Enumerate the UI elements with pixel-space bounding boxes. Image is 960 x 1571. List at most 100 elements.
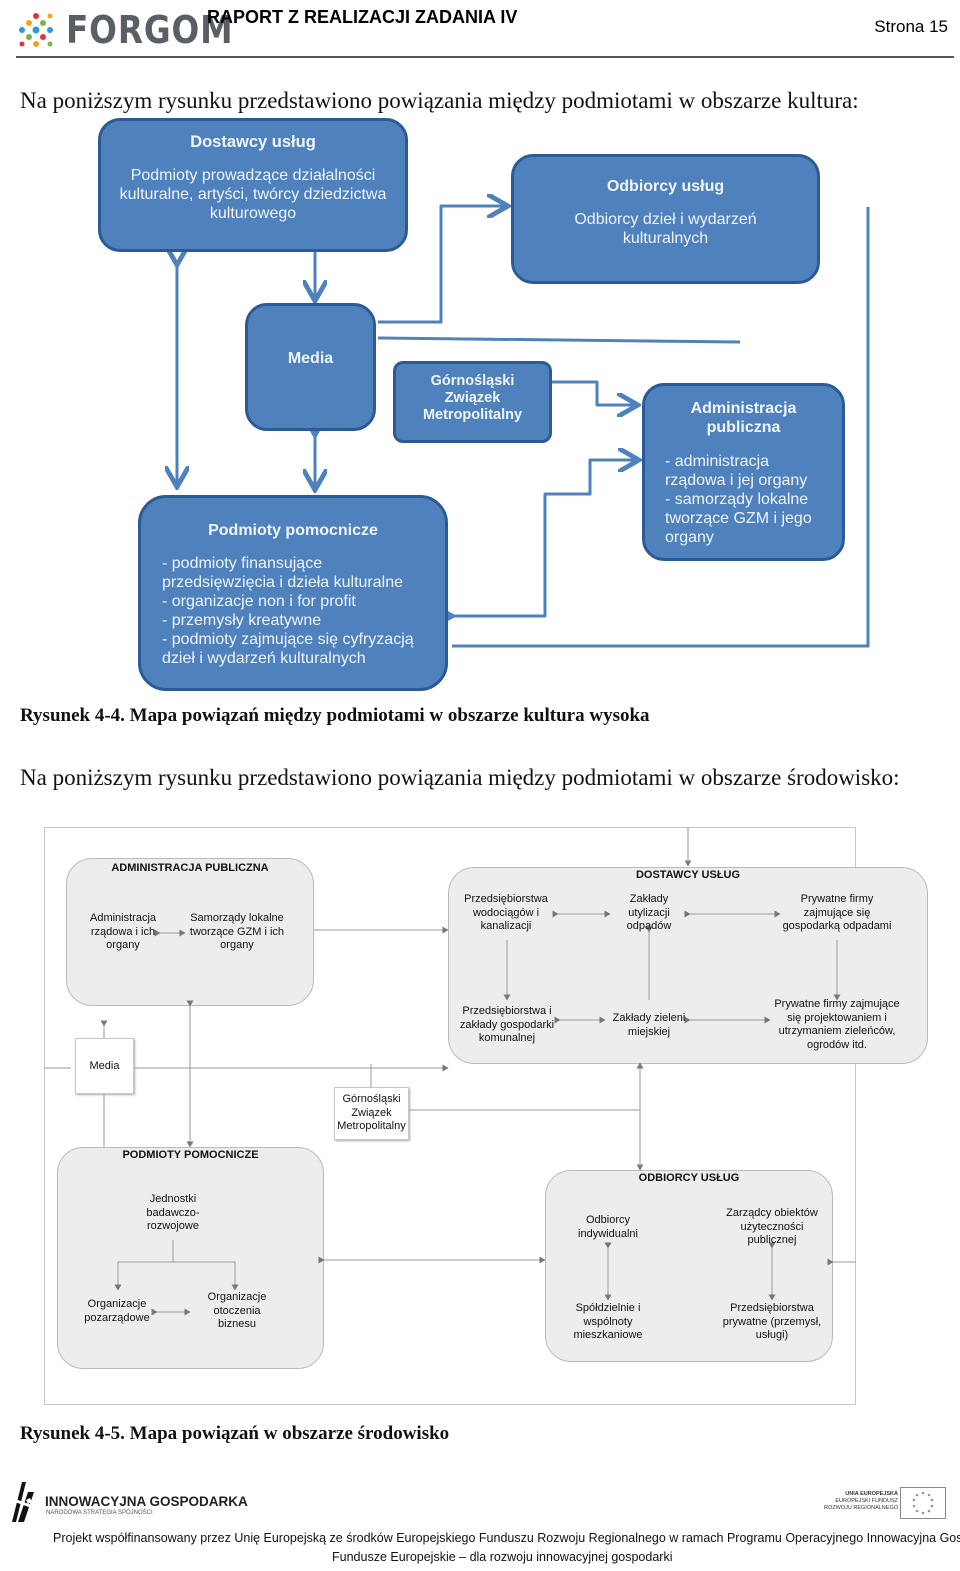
page-number: Strona 15 [874,17,948,36]
text-line: - administracja [665,453,770,470]
node-media: Media [75,1038,134,1094]
text-line: Metropolitalny [422,407,523,423]
innowacyjna-gospodarka-logo [7,1482,37,1522]
text-line: tworzące GZM i jego [665,510,812,527]
text-line: kulturalne, artyści, twórcy dziedzictwa [119,186,387,203]
box-gzm-title: Górnośląski Związek Metropolitalny [396,373,549,424]
text-line: usługi) [755,1329,789,1341]
box-odbiorcy-title: Odbiorcy usług [606,178,725,195]
text-line: Przedsiębiorstwa [730,1302,814,1314]
node-prywatne-firmy-zielen: Prywatne firmy zajmujące się projektowan… [767,998,907,1052]
text-line: przedsięwzięcia i dzieła kulturalne [162,574,404,591]
node-gzm-label: Górnośląski Związek Metropolitalny [335,1093,408,1134]
text-line: Związek [351,1106,392,1119]
figure-caption-4-4: Rysunek 4-4. Mapa powiązań między podmio… [20,705,650,726]
text-line: - samorządy lokalne [665,491,809,508]
text-line: rządowa i jej organy [665,472,808,489]
node-media-label: Media [89,1060,120,1072]
text-line: - przemysły kreatywne [162,612,322,629]
text-line: Przedsiębiorstwa [464,893,548,905]
environment-diagram-arrows [44,827,856,1316]
box-odbiorcy-desc: Odbiorcy dzieł i wydarzeń kulturalnych [514,210,817,248]
text-line: pozarządowe [84,1311,150,1324]
group-dostawcy-title: DOSTAWCY USŁUG [635,869,741,881]
node-odbiorcy-indywidualni: Odbiorcy indywidualni [563,1214,653,1241]
node-jednostki-br: Jednostki badawczo- rozwojowe [128,1193,218,1234]
text-line: - podmioty finansujące [162,555,323,572]
section2-intro: Na poniższym rysunku przedstawiono powią… [20,765,900,790]
innowacyjna-gospodarka-sub: NARODOWA STRATEGIA SPÓJNOŚCI [46,1510,153,1516]
text-line: Odbiorcy [585,1214,631,1226]
node-zaklady-zieleni: Zakłady zieleni miejskiej [604,1012,694,1039]
text-line: otoczenia [213,1304,261,1317]
innowacyjna-gospodarka-text: INNOWACYJNA GOSPODARKA [45,1494,248,1509]
text-line: prywatne (przemysł, [722,1315,822,1328]
text-line: miejskiej [627,1025,671,1038]
footer-line-2: Fundusze Europejskie – dla rozwoju innow… [332,1550,673,1564]
box-media: Media [245,303,376,431]
text-line: odpadów [626,920,672,932]
text-line: indywidualni [578,1227,638,1240]
text-line: wspólnoty [583,1315,633,1328]
text-line: UNIA EUROPEJSKA [845,1491,898,1497]
text-line: mieszkaniowe [573,1329,643,1341]
node-organizacje-pozarzadowe: Organizacje pozarządowe [72,1298,162,1325]
box-administracja-publiczna: Administracja publiczna - administracja … [642,383,845,561]
text-line: EUROPEJSKI FUNDUSZ [835,1498,898,1504]
group-pomocnicze-title: PODMIOTY POMOCNICZE [122,1149,259,1161]
text-line: kulturowego [209,205,297,222]
group-odbiorcy [545,1170,833,1362]
text-line: Organizacje [207,1291,267,1303]
report-title: RAPORT Z REALIZACJI ZADANIA IV [207,7,518,27]
text-line: utylizacji [628,906,670,919]
box-dostawcy-uslug: Dostawcy usług Podmioty prowadzące dział… [98,118,408,252]
text-line: publiczna [706,419,781,436]
text-line: Prywatne firmy [800,893,874,905]
text-line: ROZWOJU REGIONALNEGO [824,1505,898,1511]
environment-diagram-frame [44,827,856,1405]
text-line: użyteczności [740,1220,804,1233]
text-line: - organizacje non i for profit [162,593,356,610]
footer-line-1: Projekt współfinansowany przez Unię Euro… [53,1531,960,1545]
text-line: rządowa i ich [90,925,156,938]
forgom-logo-text: FORGOM [66,8,234,52]
text-line: Spółdzielnie i [575,1302,641,1314]
text-line: Jednostki [149,1193,197,1205]
text-line: ogrodów itd. [807,1038,867,1051]
group-dostawcy [448,867,928,1064]
text-line: Związek [444,390,501,406]
text-line: Odbiorcy dzieł i wydarzeń [574,211,757,228]
text-line: zakłady gospodarki [459,1018,555,1031]
text-line: organy [220,939,254,951]
text-line: Zarządcy obiektów [726,1207,818,1219]
section1-intro: Na poniższym rysunku przedstawiono powią… [20,88,859,113]
text-line: Administracja [89,912,157,924]
text-line: dzieł i wydarzeń kulturalnych [162,650,366,667]
text-line: Podmioty prowadzące działalności [130,167,376,184]
text-line: Zakłady [629,893,669,905]
text-line: rozwojowe [147,1220,199,1232]
culture-diagram-arrows [0,0,870,648]
forgom-logo-dots [19,13,53,47]
box-gzm: Górnośląski Związek Metropolitalny [393,361,552,443]
box-podmioty-pomocnicze: Podmioty pomocnicze - podmioty finansują… [138,495,448,691]
box-administracja-desc: - administracja rządowa i jej organy - s… [665,452,842,547]
group-administracja-title: ADMINISTRACJA PUBLICZNA [111,862,269,874]
text-line: komunalnej [478,1032,536,1044]
text-line: - podmioty zajmujące się cyfryzacją [162,631,414,648]
text-line: Organizacje [87,1298,147,1310]
text-line: organy [106,939,140,951]
text-line: wodociągów i [472,906,540,919]
node-zarzadcy-obiektow: Zarządcy obiektów użyteczności publiczne… [712,1207,832,1248]
group-odbiorcy-title: ODBIORCY USŁUG [638,1172,740,1184]
text-line: kulturalnych [622,230,709,247]
figure-caption-4-5: Rysunek 4-5. Mapa powiązań w obszarze śr… [20,1423,450,1444]
text-line: Górnośląski [430,373,515,389]
text-line: Administracja [690,400,797,417]
text-line: Prywatne firmy zajmujące [774,998,900,1010]
text-line: zajmujące się [803,906,871,919]
text-line: biznesu [218,1318,256,1330]
node-gzm: Górnośląski Związek Metropolitalny [334,1087,409,1140]
group-administracja [66,858,314,1006]
text-line: gospodarką odpadami [782,920,892,932]
